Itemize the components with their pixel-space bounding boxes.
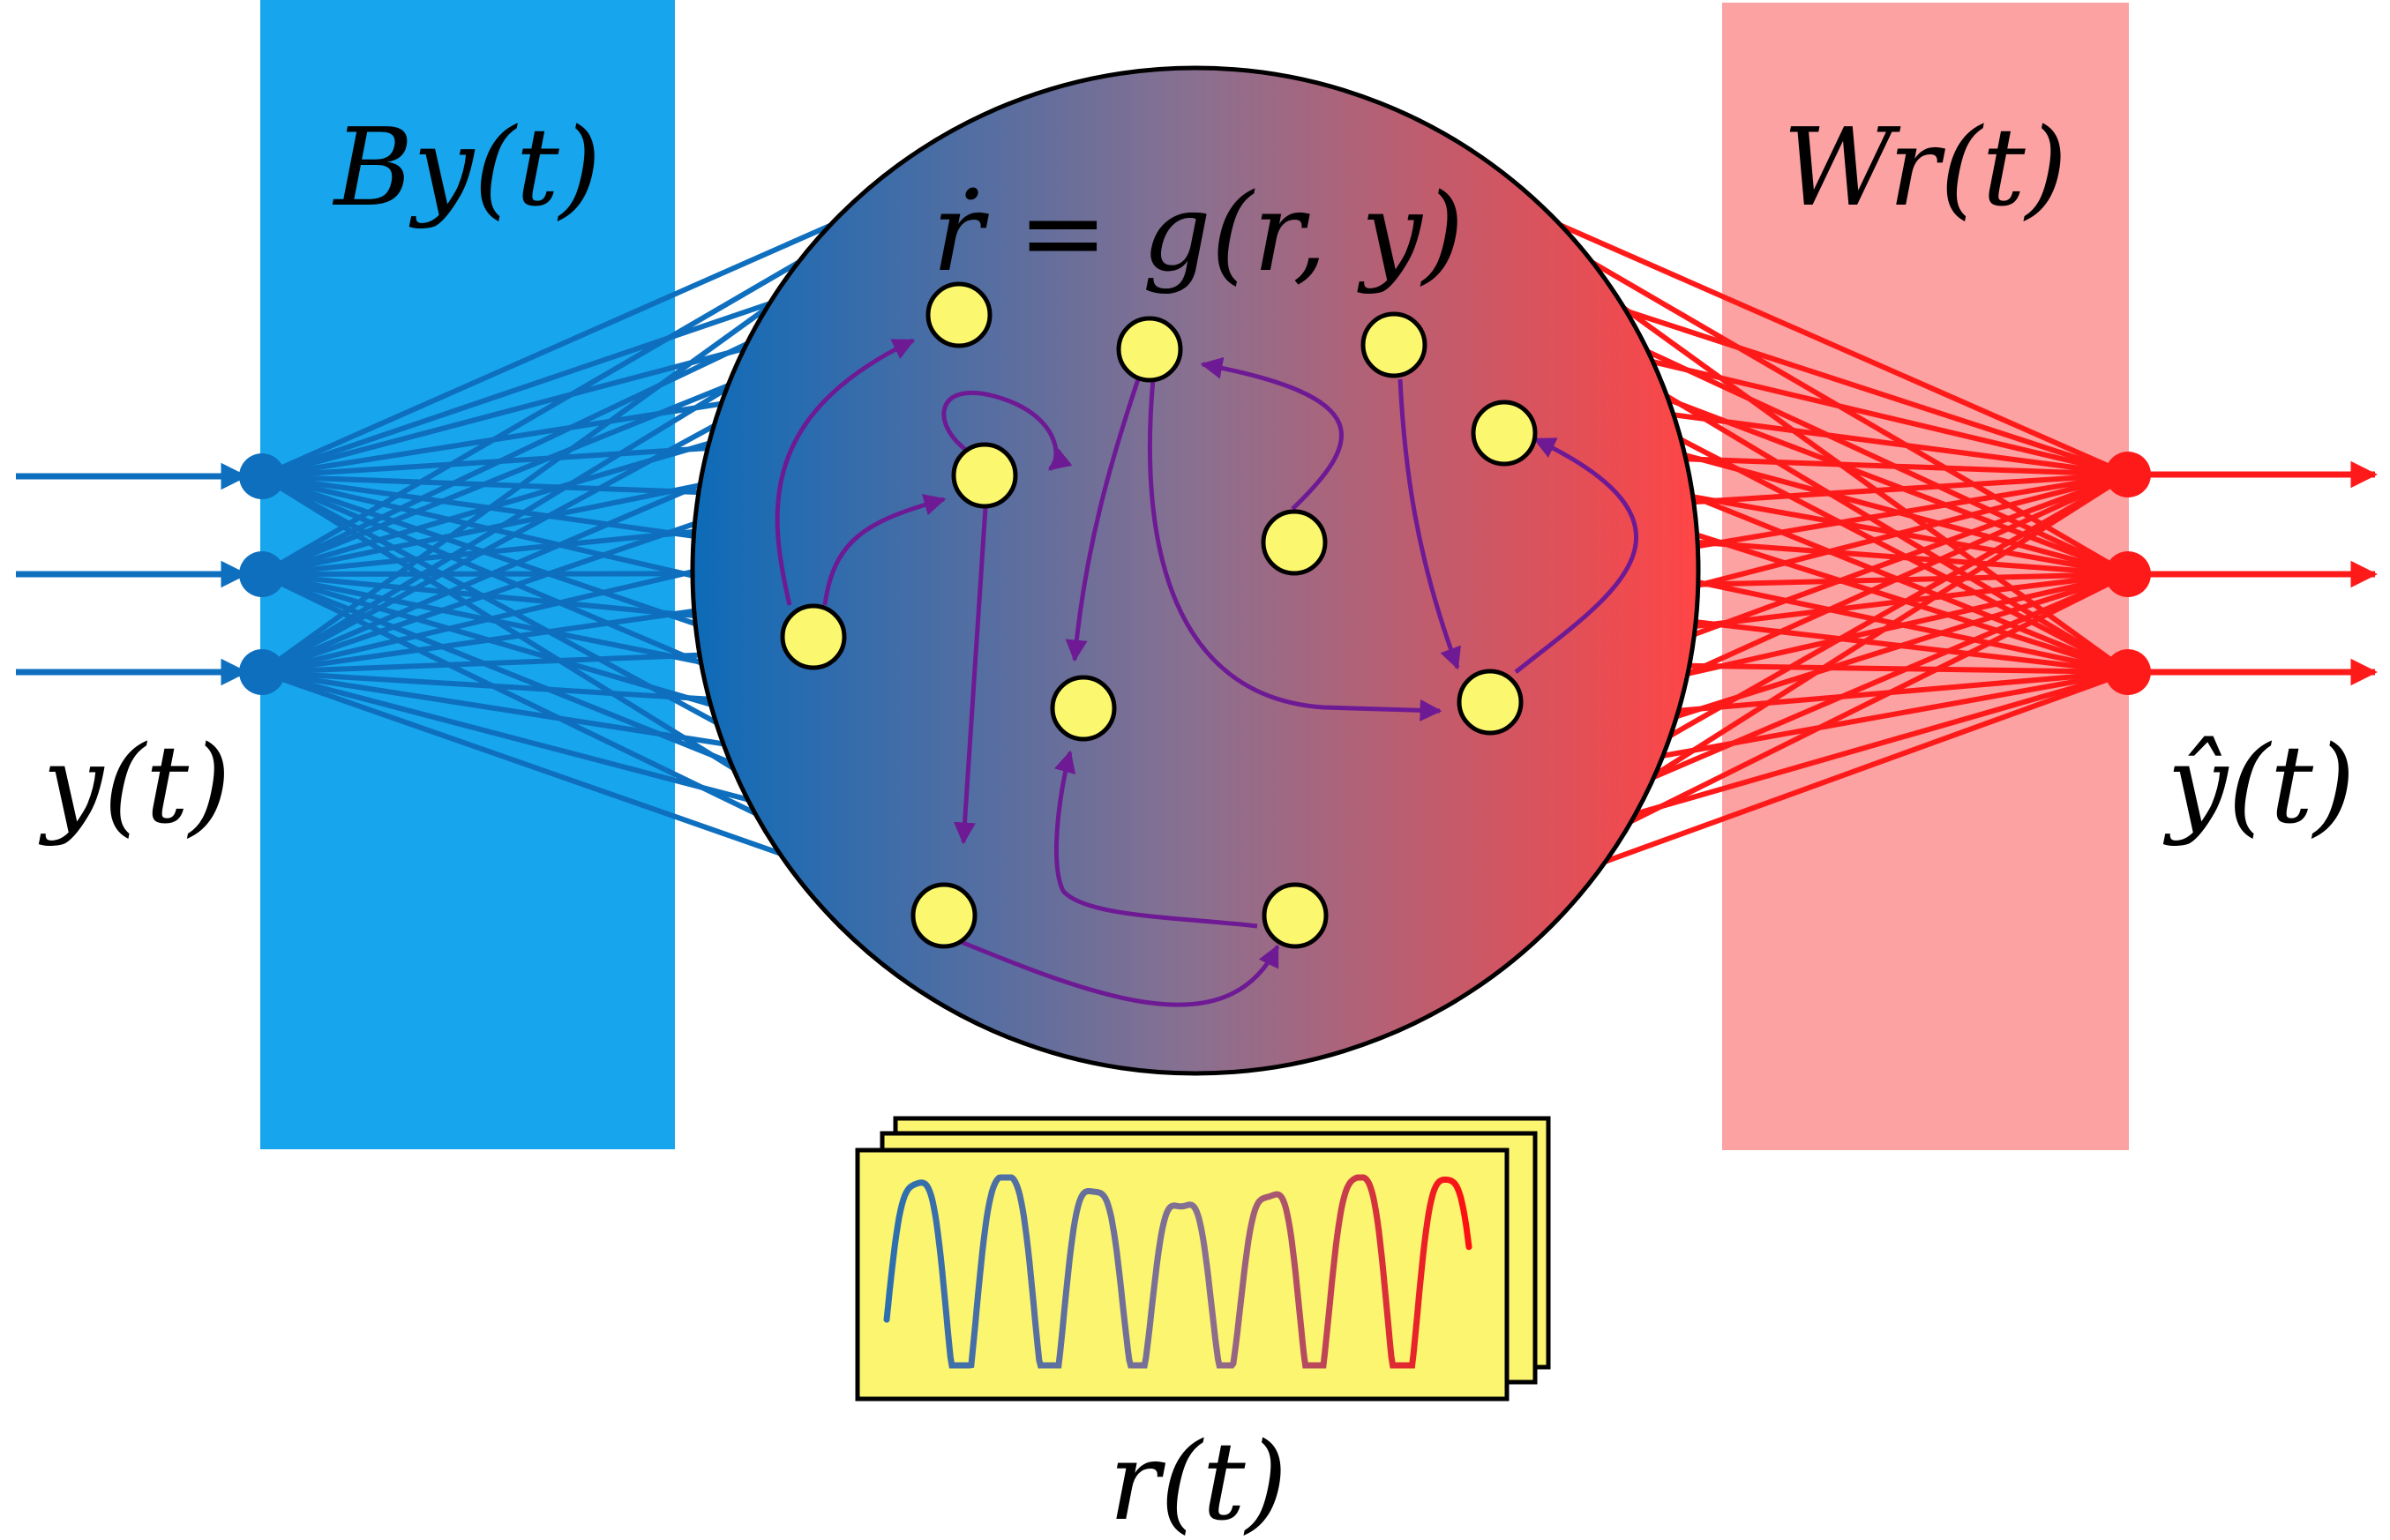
recurrent-edge: [775, 338, 916, 606]
reservoir-node: [780, 603, 847, 670]
reservoir-node: [910, 882, 978, 949]
input-nodes: [16, 453, 285, 695]
state-trace-wave: [883, 1174, 1472, 1369]
reservoir-node: [1116, 316, 1183, 383]
recurrent-connections: [775, 338, 1639, 1007]
output-nodes: [2105, 452, 2379, 695]
state-trace-cards: [855, 1116, 1551, 1402]
output-node: [2105, 649, 2151, 695]
output-signal-label: ŷ(t): [2162, 722, 2355, 848]
recurrent-edge: [1397, 378, 1461, 670]
reservoir-node: [1262, 882, 1329, 949]
reservoir-node: [951, 442, 1018, 509]
input-node: [239, 453, 285, 499]
state-signal-label: r(t): [1109, 1419, 1288, 1540]
recurrent-edge: [1053, 750, 1258, 929]
input-node: [239, 649, 285, 695]
recurrent-edge: [1200, 356, 1344, 511]
recurrent-edge: [941, 390, 1073, 471]
recurrent-edge: [943, 932, 1280, 1007]
reservoir-node: [1471, 400, 1538, 467]
recurrent-edge: [1065, 378, 1141, 662]
recurrent-edge: [1514, 437, 1639, 674]
output-readout-label: Wr(t): [1783, 105, 2067, 230]
reservoir-nodes: [780, 281, 1538, 949]
output-node: [2105, 452, 2151, 497]
recurrent-edge: [954, 493, 989, 845]
reservoir-node: [1261, 509, 1328, 576]
input-signal-label: y(t): [38, 722, 230, 848]
input-node: [239, 551, 285, 597]
recurrent-edge: [822, 494, 947, 606]
dynamics-equation: ṙ = g(r, y): [933, 170, 1465, 295]
recurrent-edge: [1147, 378, 1442, 721]
reservoir-node: [1360, 311, 1427, 378]
reservoir-node: [1050, 675, 1117, 742]
reservoir-node: [1457, 669, 1524, 736]
state-card-front: [855, 1148, 1510, 1402]
reservoir-node: [925, 281, 993, 348]
input-projection-label: By(t): [333, 105, 602, 230]
output-node: [2105, 551, 2151, 597]
